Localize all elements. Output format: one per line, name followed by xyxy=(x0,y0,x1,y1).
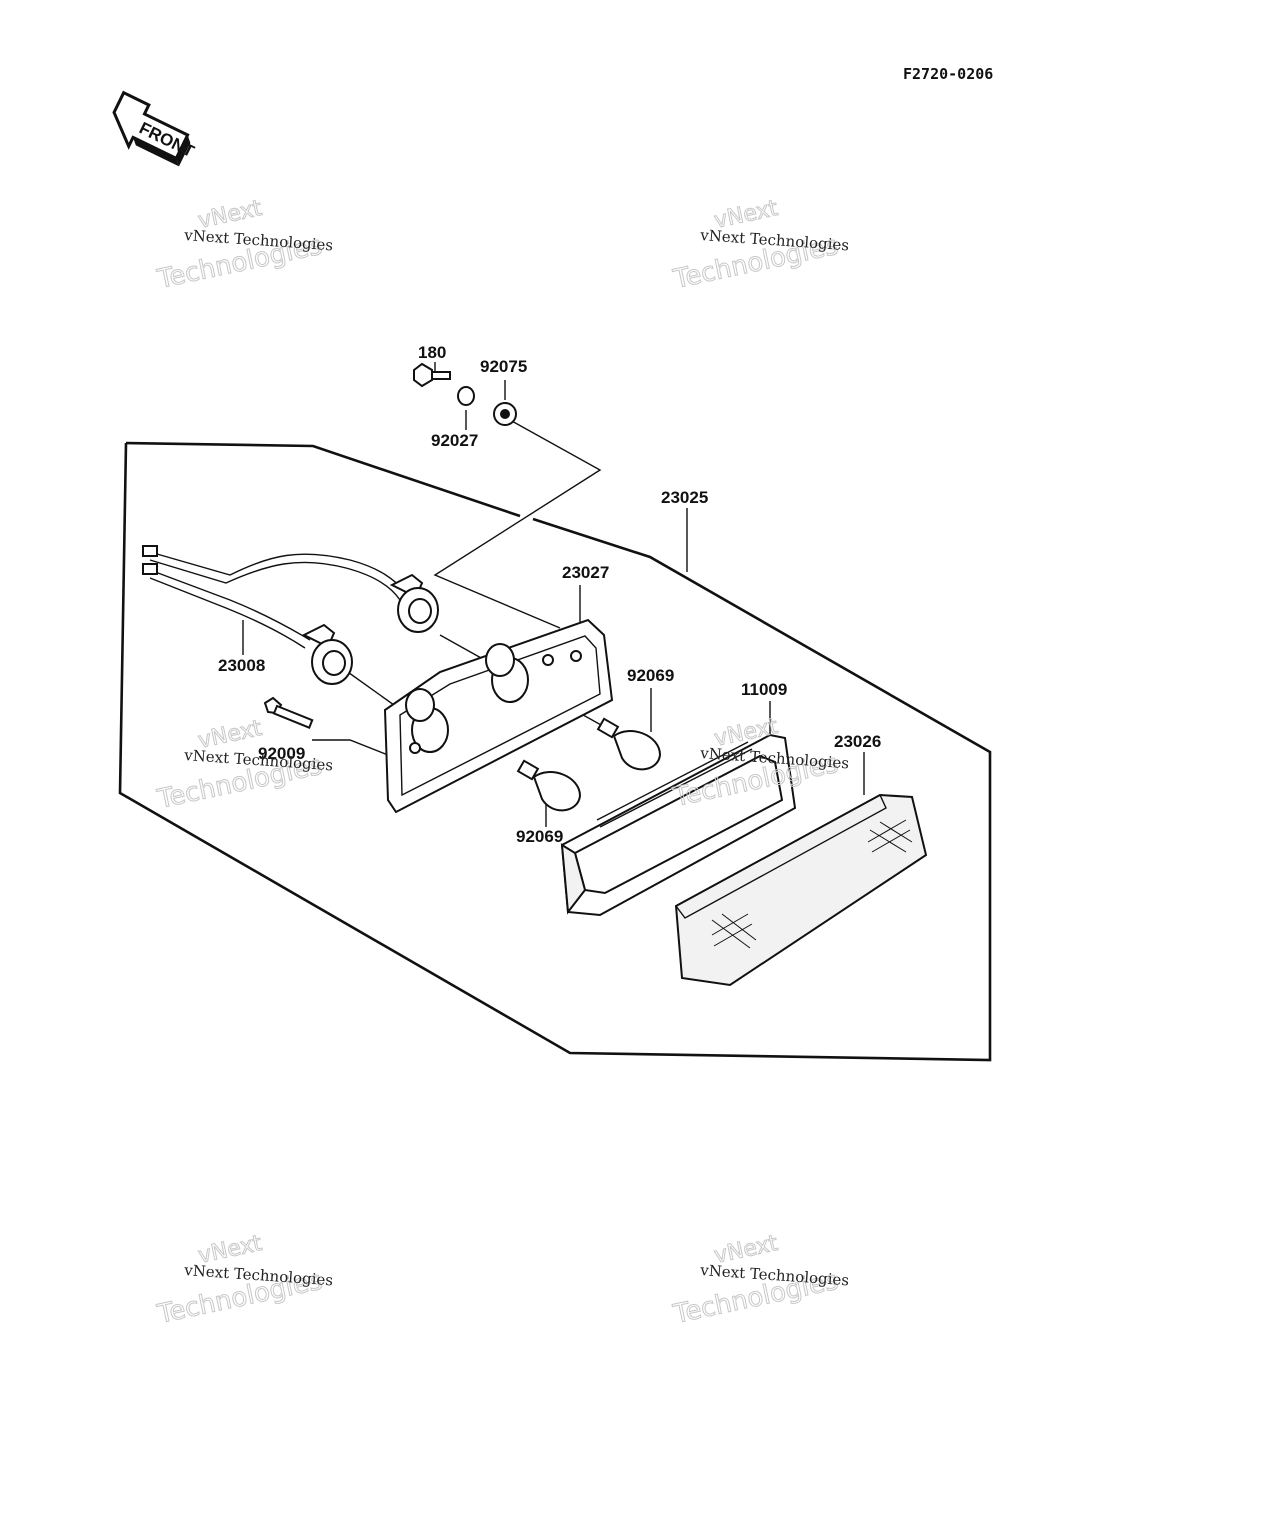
bolt-180 xyxy=(413,362,451,388)
part-label-92075: 92075 xyxy=(480,357,527,376)
gasket-frame-11009 xyxy=(560,733,797,917)
part-label-92069-upper: 92069 xyxy=(627,666,674,685)
wiring-harness-23008 xyxy=(142,545,439,685)
watermark-bottom-left: vNext Technologies vNext Technologies xyxy=(154,1230,334,1330)
part-label-23026: 23026 xyxy=(834,732,881,751)
watermark-top-left: vNext Technologies vNext Technologies xyxy=(154,195,334,295)
part-label-92069-lower: 92069 xyxy=(516,827,563,846)
assembly-outline xyxy=(118,441,992,1062)
grommet-92075 xyxy=(493,402,517,426)
lamp-housing-23027 xyxy=(383,618,614,814)
part-label-92009: 92009 xyxy=(258,744,305,763)
part-label-11009: 11009 xyxy=(741,680,787,699)
bulb-92069-upper xyxy=(596,717,662,771)
part-label-23027: 23027 xyxy=(562,563,609,582)
part-label-92027: 92027 xyxy=(431,431,478,450)
lens-23026 xyxy=(674,793,928,987)
part-labels: 180 92075 92027 23025 23027 23008 92069 … xyxy=(218,343,881,846)
part-label-180: 180 xyxy=(418,343,446,362)
watermark-top-right: vNext Technologies vNext Technologies xyxy=(670,195,850,295)
screw-92009 xyxy=(263,696,314,729)
front-arrow-icon: FRONT xyxy=(112,90,198,167)
bulb-92069-lower xyxy=(516,759,582,812)
watermark-mid-left: vNext Technologies vNext Technologies xyxy=(154,715,334,815)
part-label-23025: 23025 xyxy=(661,488,708,507)
diagram-code: F2720-0206 xyxy=(903,65,993,83)
part-label-23008: 23008 xyxy=(218,656,265,675)
watermark-bottom-right: vNext Technologies vNext Technologies xyxy=(670,1230,850,1330)
washer-92027 xyxy=(457,386,475,406)
